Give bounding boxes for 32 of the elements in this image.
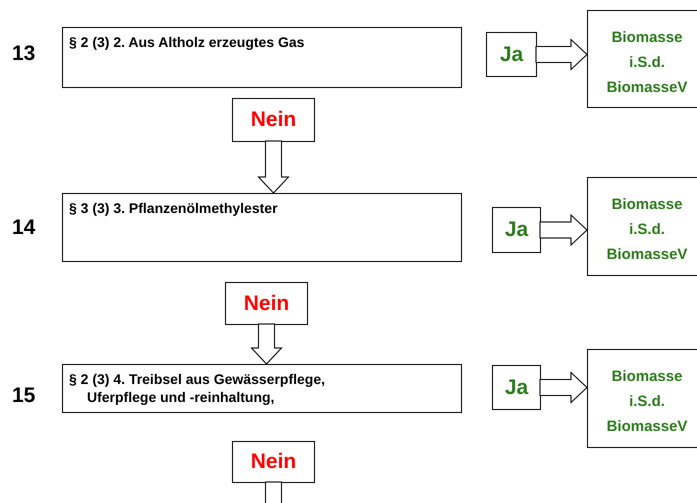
result-box	[587, 10, 697, 108]
yes-text: Ja	[504, 374, 528, 401]
block-arrow	[536, 38, 588, 71]
block-arrow	[257, 140, 290, 194]
condition-box	[62, 193, 462, 262]
no-text: Nein	[250, 449, 296, 476]
no-text: Nein	[244, 290, 290, 317]
result-box	[587, 177, 697, 276]
yes-callout	[486, 32, 537, 77]
no-callout	[225, 282, 308, 325]
block-arrow	[540, 214, 588, 246]
condition-text: § 2 (3) 4. Treibsel aus Gewässerpflege, Uferpflege und -reinhaltung,	[69, 370, 326, 406]
no-callout	[232, 441, 315, 483]
block-arrow	[250, 324, 283, 365]
step-number: 15	[12, 383, 36, 409]
yes-text: Ja	[504, 217, 528, 244]
yes-callout	[492, 365, 541, 410]
step-number: 13	[12, 41, 36, 67]
condition-box	[62, 27, 462, 88]
block-arrow	[540, 371, 588, 404]
no-text: Nein	[250, 107, 296, 134]
condition-text: § 2 (3) 2. Aus Altholz erzeugtes Gas	[69, 33, 304, 51]
condition-box	[62, 364, 462, 413]
no-callout	[232, 98, 315, 142]
result-text: Biomasse i.S.d. BiomasseV	[606, 367, 688, 437]
result-text: Biomasse i.S.d. BiomasseV	[606, 28, 688, 98]
condition-text: § 3 (3) 3. Pflanzenölmethylester	[69, 199, 278, 217]
yes-text: Ja	[500, 42, 524, 68]
result-text: Biomasse i.S.d. BiomasseV	[606, 195, 688, 265]
step-number: 14	[12, 215, 36, 241]
yes-callout	[492, 207, 541, 253]
result-box	[587, 349, 697, 448]
